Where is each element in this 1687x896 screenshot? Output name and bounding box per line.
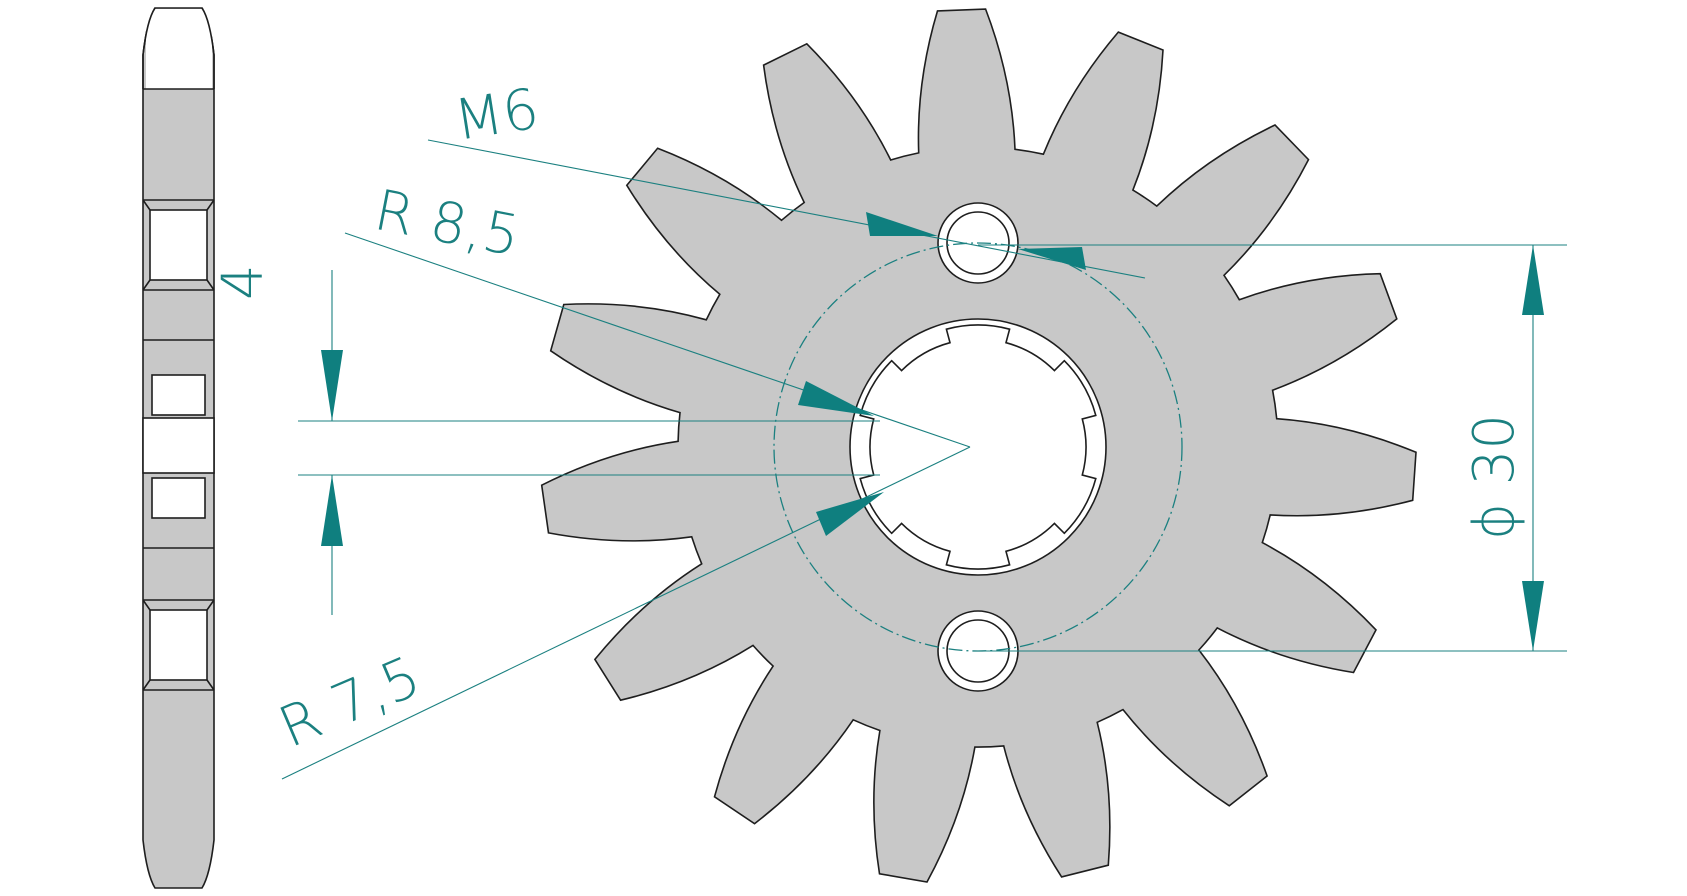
side-profile-view [142,7,215,889]
inner-radius-label: R 7,5 [270,644,430,761]
spline-width-arrow-top [321,350,343,421]
outer-radius-arrow [798,381,874,416]
side-profile-hub-bottom [151,477,206,519]
bolt-spacing-label: ϕ 30 [1462,414,1527,540]
thread-arrow-right [1018,247,1086,270]
side-profile-top-face [146,9,212,89]
side-profile-window-2 [149,609,208,681]
thread-arrow-left [866,212,938,236]
side-profile-window-1 [149,209,208,281]
bolt-spacing-arrow-bottom [1522,581,1544,651]
bolt-hole-top-thread [946,211,1010,275]
spline-width-arrow-bottom [321,475,343,546]
side-profile-hub-top [151,374,206,416]
outer-radius-leader-line [344,232,971,448]
thread-leader-line [427,139,1146,279]
inner-radius-arrow [816,492,884,536]
sprocket-front-view [540,8,1417,883]
side-profile-hub-center [142,417,215,474]
spline-width-label: 4 [211,264,276,300]
bolt-spacing-arrow-top [1522,245,1544,315]
outer-radius-label: R 8,5 [369,178,525,270]
thread-label: M6 [450,76,543,153]
spline-hub [859,324,1097,570]
